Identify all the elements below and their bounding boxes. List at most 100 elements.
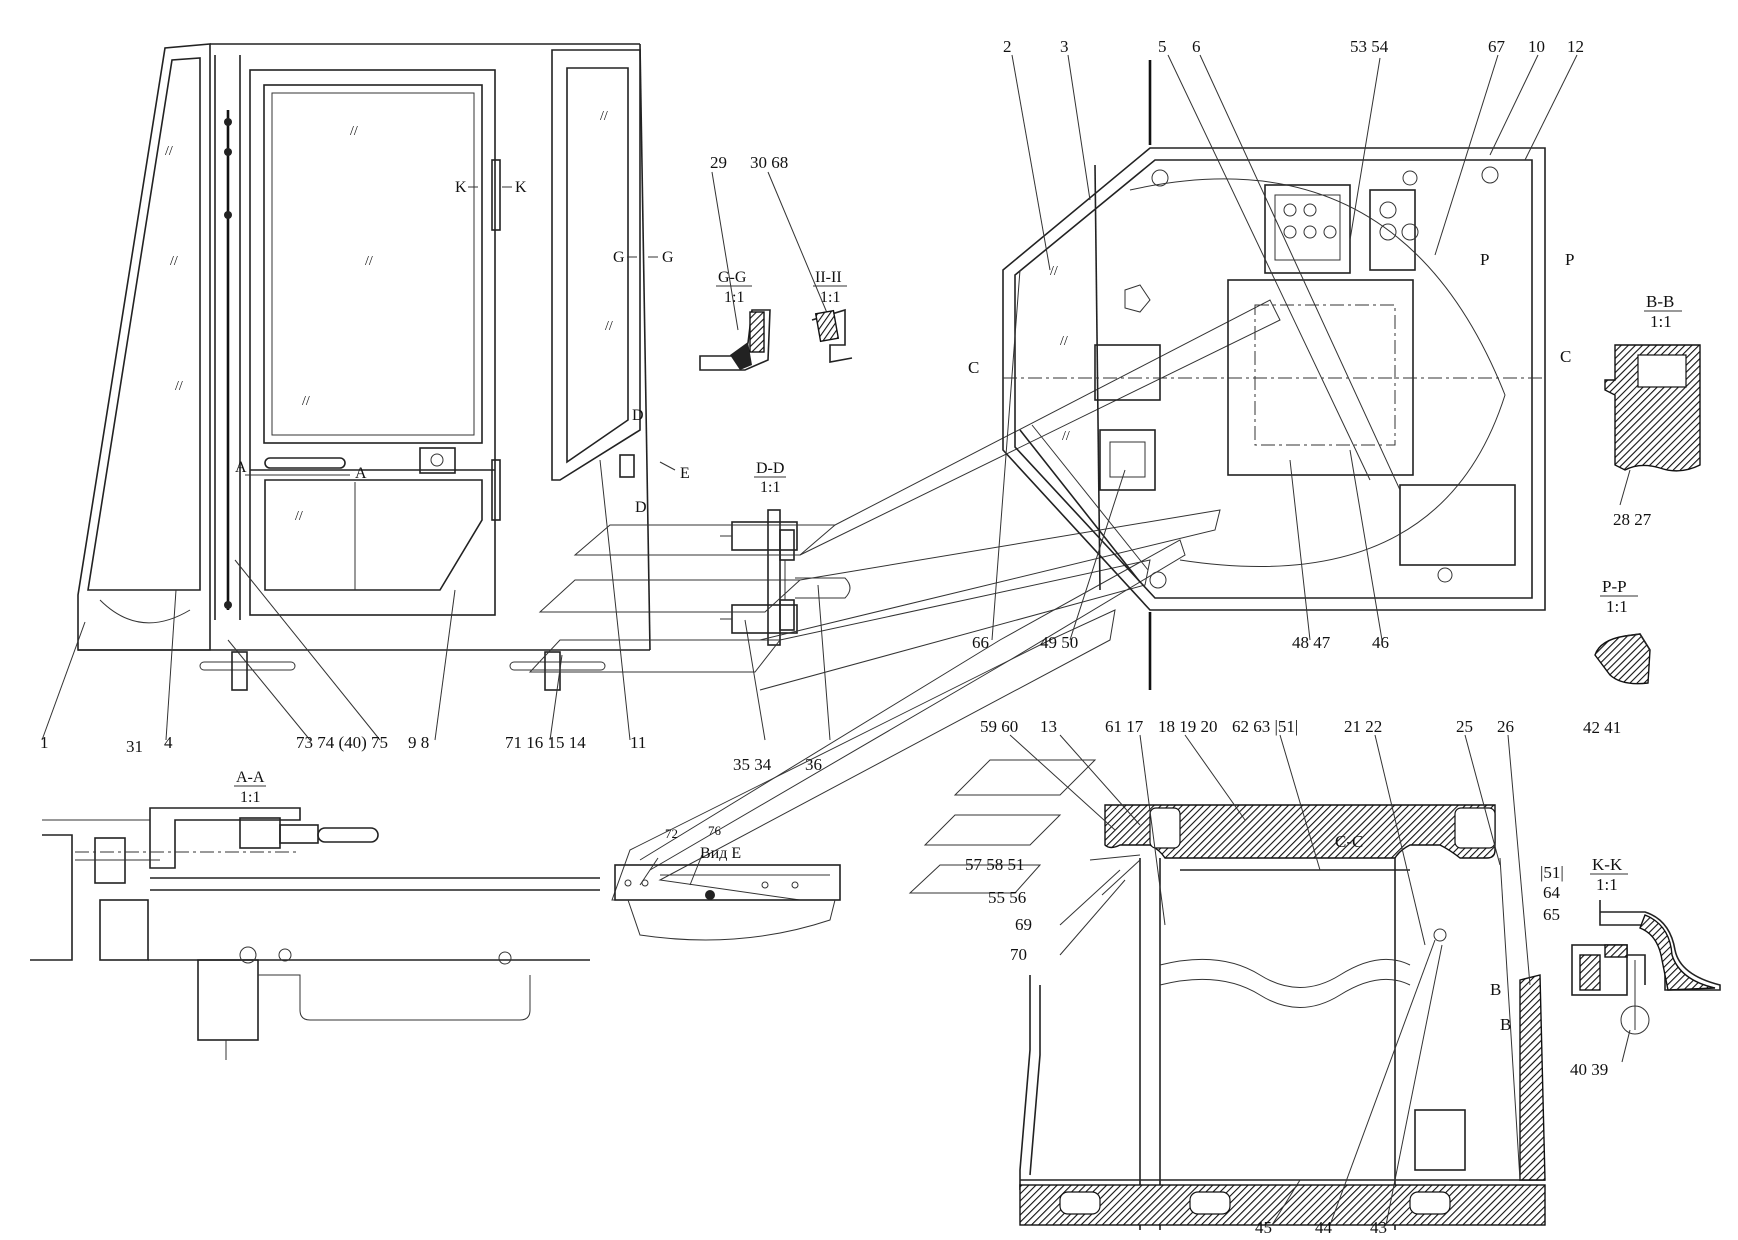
title-g-g: G-G [718, 269, 747, 286]
section-mark-b-bottom: B [1500, 1015, 1511, 1034]
label-6: 6 [1192, 37, 1201, 56]
label-67: 67 [1488, 37, 1506, 56]
title-a-a: A-A [236, 769, 265, 786]
label-42-41: 42 41 [1583, 718, 1621, 737]
projection-frames [528, 299, 1281, 901]
label-9-8: 9 8 [408, 733, 429, 752]
svg-text://: // [1050, 264, 1058, 279]
label-69: 69 [1015, 915, 1032, 934]
title-a-a-scale: 1:1 [240, 789, 260, 806]
title-k-k-scale: 1:1 [1596, 875, 1618, 894]
section-g-g [699, 171, 771, 371]
label-73-74-40: 73 74 (40) [296, 733, 367, 752]
svg-text://: // [365, 254, 373, 269]
section-mark-b-top: B [1490, 980, 1501, 999]
label-18-19-20: 18 19 20 [1158, 717, 1218, 736]
label-65: 65 [1543, 905, 1560, 924]
label-43: 43 [1370, 1218, 1387, 1237]
title-b-b-scale: 1:1 [1650, 312, 1672, 331]
label-46: 46 [1372, 633, 1389, 652]
svg-text://: // [605, 319, 613, 334]
title-b-b: B-B [1646, 292, 1674, 311]
section-mark-c-left: C [968, 358, 979, 377]
label-26: 26 [1497, 717, 1514, 736]
label-48-47: 48 47 [1292, 633, 1331, 652]
section-c-c: B B [1019, 804, 1546, 1230]
label-36: 36 [805, 755, 822, 774]
section-mark-a-left: A [235, 459, 247, 476]
section-mark-d-top: D [632, 407, 644, 424]
label-57-58-51: 57 58 51 [965, 855, 1025, 874]
label-5: 5 [1158, 37, 1167, 56]
label-44: 44 [1315, 1218, 1333, 1237]
section-k-k [1571, 900, 1721, 1063]
label-64: 64 [1543, 883, 1561, 902]
cc-leaders [1009, 734, 1531, 1226]
section-b-b [1604, 344, 1701, 506]
label-71-16-15-14: 71 16 15 14 [505, 733, 586, 752]
label-3: 3 [1060, 37, 1069, 56]
section-mark-d-bottom: D [635, 499, 647, 516]
label-70: 70 [1010, 945, 1027, 964]
label-72: 72 [665, 826, 678, 841]
title-k-k: K-K [1592, 855, 1623, 874]
part-labels: 1 4 73 74 (40) 75 9 8 71 16 15 14 11 35 … [40, 37, 1652, 1237]
label-28-27: 28 27 [1613, 510, 1652, 529]
section-mark-k-left: K [455, 179, 467, 196]
label-1: 1 [40, 733, 49, 752]
label-10: 10 [1528, 37, 1545, 56]
label-45: 45 [1255, 1218, 1272, 1237]
section-mark-p-right: P [1565, 250, 1574, 269]
title-g-g-scale: 1:1 [724, 289, 744, 306]
title-ii-ii-scale: 1:1 [820, 289, 840, 306]
section-mark-g-right: G [662, 249, 674, 266]
svg-text://: // [350, 124, 358, 139]
title-d-d: D-D [756, 460, 784, 477]
label-12: 12 [1567, 37, 1584, 56]
label-49-50: 49 50 [1040, 633, 1078, 652]
title-d-d-scale: 1:1 [760, 479, 780, 496]
label-30-68: 30 68 [750, 153, 788, 172]
label-51-bracket: |51| [1540, 863, 1564, 882]
svg-text://: // [170, 254, 178, 269]
svg-text://: // [175, 379, 183, 394]
plan-leaders [991, 54, 1578, 641]
label-59-60: 59 60 [980, 717, 1018, 736]
section-ii-ii [767, 171, 853, 363]
cab-side-view: // // // // // // // // // K K G G A A D… [77, 43, 690, 691]
label-4: 4 [164, 733, 173, 752]
section-mark-a-right: A [355, 465, 367, 482]
title-p-p: P-P [1602, 577, 1627, 596]
label-29: 29 [710, 153, 727, 172]
svg-text://: // [295, 509, 303, 524]
svg-text://: // [1060, 334, 1068, 349]
label-75: 75 [371, 733, 388, 752]
svg-text://: // [600, 109, 608, 124]
label-21-22: 21 22 [1344, 717, 1382, 736]
label-11: 11 [630, 733, 646, 752]
left-leaders [41, 459, 831, 741]
label-55-56: 55 56 [988, 888, 1026, 907]
cab-plan-view: C C P P // // // [968, 60, 1574, 690]
label-62-63-51: 62 63 |51| [1232, 717, 1298, 736]
label-61-17: 61 17 [1105, 717, 1144, 736]
title-view-e: Вид Е [700, 845, 741, 862]
svg-text://: // [1062, 429, 1070, 444]
title-ii-ii: II-II [815, 269, 842, 286]
label-25: 25 [1456, 717, 1473, 736]
svg-text://: // [302, 394, 310, 409]
section-mark-g-left: G [613, 249, 625, 266]
label-53-54: 53 54 [1350, 37, 1389, 56]
label-76: 76 [708, 823, 722, 838]
section-p-p [1594, 633, 1651, 685]
section-titles: G-G 1:1 II-II 1:1 D-D 1:1 A-A 1:1 B-B 1:… [234, 269, 1682, 894]
view-e [614, 854, 841, 941]
title-p-p-scale: 1:1 [1606, 597, 1628, 616]
section-mark-c-right: C [1560, 347, 1571, 366]
svg-text://: // [165, 144, 173, 159]
section-mark-k-right: K [515, 179, 527, 196]
label-31: 31 [126, 737, 143, 756]
label-2: 2 [1003, 37, 1012, 56]
view-mark-e: E [680, 465, 690, 482]
